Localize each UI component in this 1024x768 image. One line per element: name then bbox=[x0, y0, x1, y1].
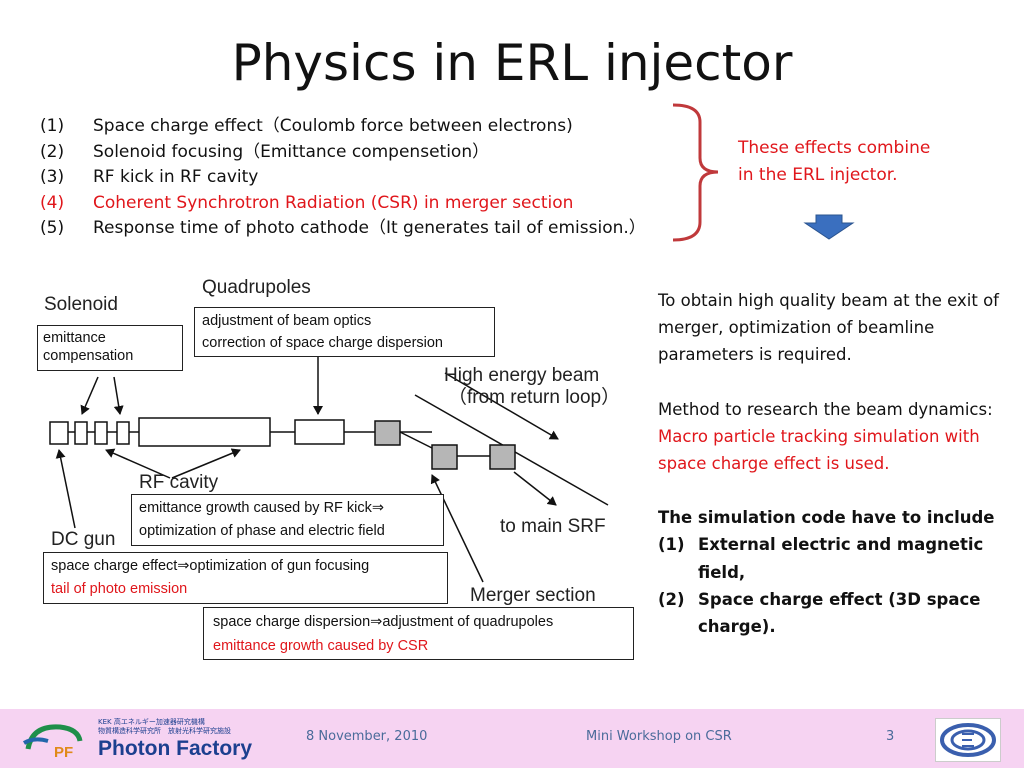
down-arrow-icon bbox=[803, 214, 855, 240]
solenoid-1-component bbox=[74, 421, 88, 445]
org-name: KEK 高エネルギー加速器研究機構 物質構造科学研究所 放射光科学研究施設 bbox=[98, 718, 231, 736]
org-line-1: KEK 高エネルギー加速器研究機構 bbox=[98, 718, 205, 726]
paragraph-objective: To obtain high quality beam at the exit … bbox=[658, 291, 999, 365]
footer-date: 8 November, 2010 bbox=[306, 729, 428, 744]
requirement-item: (2) Space charge effect (3D space charge)… bbox=[658, 586, 1008, 640]
merger-section-label: Merger section bbox=[470, 585, 596, 606]
requirement-item: (1) External electric and magnetic field, bbox=[658, 531, 1008, 585]
effect-item-4: (4) Coherent Synchrotron Radiation (CSR) … bbox=[40, 191, 646, 217]
effects-list: (1) Space charge effect（Coulomb force bet… bbox=[40, 114, 646, 242]
brand-name: Photon Factory bbox=[98, 737, 253, 760]
paragraph-method-red: Macro particle tracking simulation with … bbox=[658, 426, 980, 474]
svg-text:PF: PF bbox=[54, 744, 73, 761]
effect-item-2: (2) Solenoid focusing（Emittance compenset… bbox=[40, 140, 646, 166]
footer-event: Mini Workshop on CSR bbox=[586, 729, 732, 744]
merger-dipole-2 bbox=[431, 444, 458, 470]
effect-text: Solenoid focusing（Emittance compensetion… bbox=[93, 141, 490, 162]
rf-box-line-2: optimization of phase and electric field bbox=[139, 523, 385, 539]
effect-num: (4) bbox=[40, 192, 65, 213]
merger-box-line-1: space charge dispersion⇒adjustment of qu… bbox=[213, 614, 554, 630]
dc-gun-box: space charge effect⇒optimization of gun … bbox=[43, 552, 448, 604]
quadrupoles-box: adjustment of beam optics correction of … bbox=[194, 307, 495, 357]
effect-num: (3) bbox=[40, 167, 65, 187]
effect-text: Coherent Synchrotron Radiation (CSR) in … bbox=[93, 192, 574, 213]
kek-logo-icon bbox=[935, 718, 1001, 762]
effect-text: Space charge effect（Coulomb force betwee… bbox=[93, 116, 573, 136]
org-line-2: 物質構造科学研究所 放射光科学研究施設 bbox=[98, 727, 231, 735]
high-energy-line-1: High energy beam bbox=[444, 365, 600, 386]
quad-box-line-1: adjustment of beam optics bbox=[202, 313, 372, 329]
solenoid-1b-component bbox=[94, 421, 108, 445]
effect-item-5: (5) Response time of photo cathode（It gen… bbox=[40, 216, 646, 242]
right-brace-icon bbox=[672, 103, 719, 242]
dc-gun-label: DC gun bbox=[51, 529, 116, 550]
solenoid-box-line-2: compensation bbox=[43, 348, 134, 364]
combine-line-1: These effects combine bbox=[738, 138, 931, 158]
dc-gun-component bbox=[49, 421, 69, 445]
effect-num: (2) bbox=[40, 141, 65, 162]
high-energy-beam-label: High energy beam （from return loop） bbox=[444, 365, 620, 409]
merger-box: space charge dispersion⇒adjustment of qu… bbox=[203, 607, 634, 660]
requirement-num: (2) bbox=[658, 589, 685, 609]
effect-item-3: (3) RF kick in RF cavity bbox=[40, 165, 646, 191]
quad-box-line-2: correction of space charge dispersion bbox=[202, 335, 443, 351]
rf-cavity-component bbox=[138, 417, 271, 447]
slide-title: Physics in ERL injector bbox=[231, 34, 793, 92]
paragraph-requirements: The simulation code have to include bbox=[658, 508, 995, 528]
merger-dipole-1 bbox=[374, 420, 401, 446]
merger-box-line-2: emittance growth caused by CSR bbox=[213, 638, 429, 654]
combine-note: These effects combine in the ERL injecto… bbox=[738, 135, 930, 189]
dc-box-line-1: space charge effect⇒optimization of gun … bbox=[51, 558, 370, 574]
effect-num: (1) bbox=[40, 116, 65, 136]
effect-num: (5) bbox=[40, 218, 65, 238]
requirement-text: Space charge effect (3D space charge). bbox=[698, 589, 981, 637]
high-energy-line-2: （from return loop） bbox=[448, 387, 621, 408]
effect-text: RF kick in RF cavity bbox=[93, 167, 259, 187]
rf-cavity-box: emittance growth caused by RF kick⇒ opti… bbox=[131, 494, 444, 546]
rf-cavity-label: RF cavity bbox=[139, 472, 219, 493]
solenoid-label: Solenoid bbox=[44, 294, 118, 315]
solenoid-2-component bbox=[116, 421, 130, 445]
rf-box-line-1: emittance growth caused by RF kick⇒ bbox=[139, 500, 385, 516]
quadrupoles-label: Quadrupoles bbox=[202, 277, 311, 298]
requirements-list: (1) External electric and magnetic field,… bbox=[658, 531, 1008, 640]
requirement-text: External electric and magnetic field, bbox=[698, 535, 984, 582]
requirement-num: (1) bbox=[658, 535, 685, 555]
combine-line-2: in the ERL injector. bbox=[738, 165, 898, 185]
solenoid-box-line-1: emittance bbox=[43, 330, 106, 346]
quadrupole-component bbox=[294, 419, 345, 445]
dc-box-line-2: tail of photo emission bbox=[51, 581, 188, 597]
merger-dipole-3 bbox=[489, 444, 516, 470]
beamline-diagram bbox=[49, 357, 609, 583]
effect-text: Response time of photo cathode（It genera… bbox=[93, 218, 646, 238]
solenoid-box: emittance compensation bbox=[37, 325, 183, 371]
footer-bar: PF KEK 高エネルギー加速器研究機構 物質構造科学研究所 放射光科学研究施設… bbox=[0, 709, 1024, 768]
photon-factory-logo-icon: PF bbox=[22, 724, 83, 761]
page-number: 3 bbox=[886, 729, 895, 744]
to-main-srf-label: to main SRF bbox=[500, 516, 606, 537]
paragraph-method: Method to research the beam dynamics: bbox=[658, 399, 993, 419]
effect-item-1: (1) Space charge effect（Coulomb force bet… bbox=[40, 114, 646, 140]
conclusion-text: To obtain high quality beam at the exit … bbox=[658, 287, 1008, 640]
